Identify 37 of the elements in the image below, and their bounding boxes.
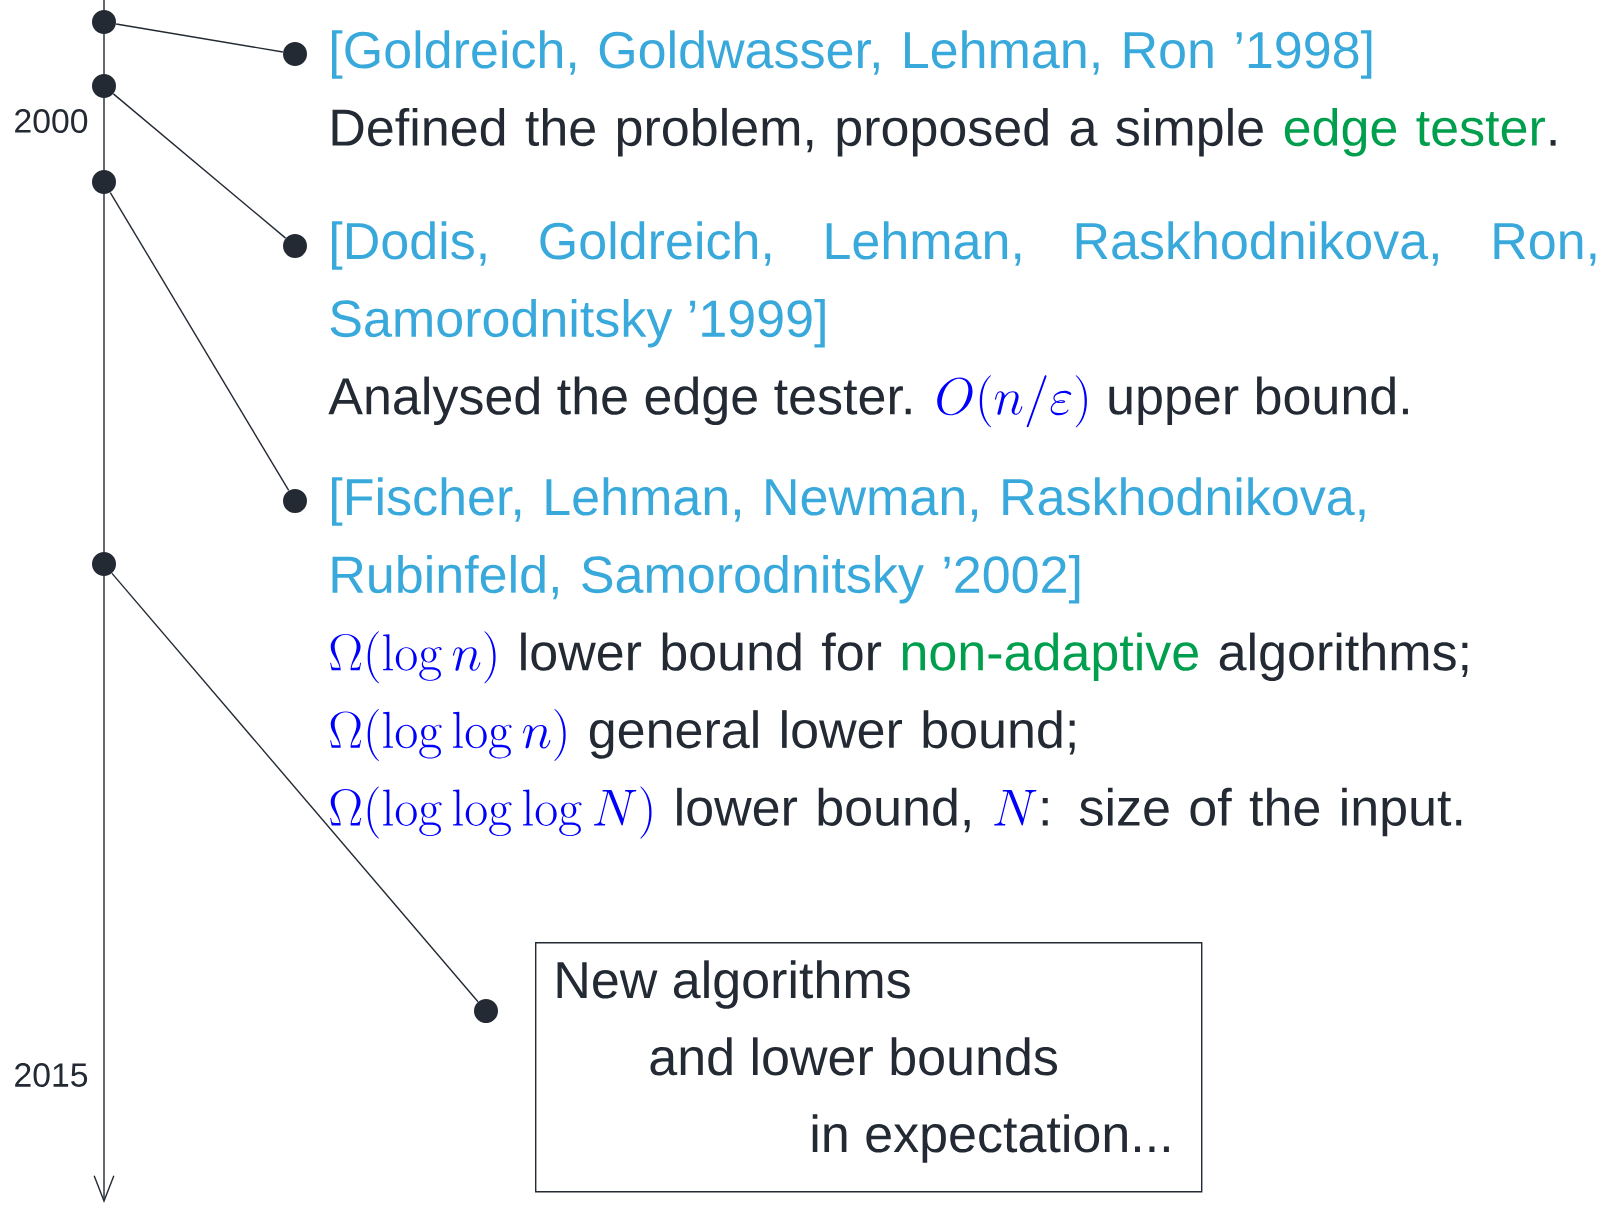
text-box: New algorithms and lower bounds in expectation... — [535, 942, 1203, 1193]
timeline-dot — [283, 489, 307, 513]
node-label: non-adaptive — [902, 632, 1198, 682]
reference-entry: [Dodis, Goldreich, Lehman, Raskhodnikova, Ron, Samorodnitsky ’1999] Analysed the edge tester. $O(n/\varepsilon)$ upper bound. — [328, 221, 1596, 428]
connector-line — [112, 93, 287, 239]
node-label: lower bound for — [521, 632, 882, 671]
node-label: $\Omega(\log\log n)$ — [330, 708, 566, 761]
timeline-dot — [474, 999, 498, 1023]
timeline-dot — [92, 74, 116, 98]
node-label: $\Omega(\log n)$ — [330, 631, 496, 684]
node-label: general lower bound; — [589, 710, 1075, 759]
timeline-dot — [92, 170, 116, 194]
node-label: [Goldreich, Goldwasser, Lehman, Ron ’1998] — [331, 30, 1372, 79]
node-label: algorithms; — [1219, 632, 1468, 682]
node-label: $N$ — [994, 789, 1037, 826]
node-label: edge tester — [1284, 107, 1545, 157]
timeline-dot — [283, 42, 307, 66]
reference-entry: [Goldreich, Goldwasser, Lehman, Ron ’1998] Defined the problem, proposed a simple edge tester. — [332, 30, 1556, 157]
year-label: 2000 — [15, 109, 88, 133]
node-label: : size of the input. — [1042, 787, 1462, 837]
node-label: Defined the problem, proposed a simple — [332, 107, 1263, 157]
node-label: $O(n/\varepsilon)$ — [937, 375, 1087, 428]
node-label: Analysed the edge tester. — [328, 376, 911, 426]
node-label: upper bound. — [1109, 376, 1408, 426]
connector-line — [115, 23, 284, 53]
node-label: [Dodis, Goldreich, Lehman, Raskhodnikova, Ron, Samorodnitsky ’1999] — [330, 221, 1596, 348]
reference-entry: [Fischer, Lehman, Newman, Raskhodnikova, Rubinfeld, Samorodnitsky ’2002] $\Omega(\log n)$ lower bound for non-adaptive algorithms; $\Omega(\log\log n)$ general lower bound; $\Omega(\log\log\log N)$ lower bound, $N$: size of the input. — [330, 477, 1468, 839]
connector-line — [111, 572, 479, 1003]
timeline-dot — [92, 552, 116, 576]
connector-line — [109, 191, 290, 492]
node-label: $\Omega(\log\log\log N)$ — [330, 786, 652, 839]
year-label: 2015 — [15, 1063, 88, 1087]
timeline-dot — [92, 10, 116, 34]
timeline-dot — [283, 234, 307, 258]
node-label: [Fischer, Lehman, Newman, Raskhodnikova, Rubinfeld, Samorodnitsky ’2002] — [331, 477, 1365, 604]
node-label: . — [1550, 140, 1556, 146]
node-label: lower bound, — [677, 787, 970, 833]
